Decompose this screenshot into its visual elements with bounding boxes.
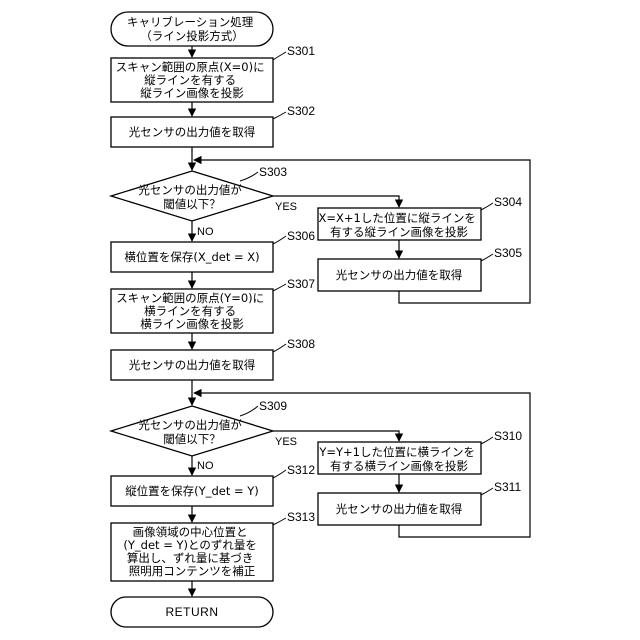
s310-line: Y=Y+1した位置に横ラインを — [318, 445, 475, 459]
leader-s308 — [273, 344, 286, 352]
s307-line: スキャン範囲の原点(Y=0)に — [116, 291, 264, 305]
end-text: RETURN — [166, 605, 219, 619]
leader-s304 — [481, 203, 493, 210]
s310-line: 有する横ライン画像を投影 — [330, 459, 468, 473]
step-label-s308: S308 — [287, 337, 315, 351]
step-label-s303: S303 — [259, 165, 287, 179]
s302-text: 光センサの出力値を取得 — [129, 125, 256, 139]
leader-s306 — [273, 236, 286, 244]
s303-line: 光センサの出力値が — [138, 183, 242, 197]
s311-line: 光センサの出力値を取得 — [336, 502, 463, 516]
s305-text: 光センサの出力値を取得 — [336, 268, 463, 282]
s313-text: 画像領域の中心位置と (Y_det = Y)とのずれ量を 算出し、ずれ量に基づき… — [123, 525, 260, 578]
s313-line: 画像領域の中心位置と — [133, 525, 248, 539]
s312-line: 縦位置を保存(Y_det = Y) — [125, 484, 259, 498]
yes-label-s303: YES — [275, 201, 297, 213]
s301-line: 縦ライン画像を投影 — [140, 86, 244, 100]
step-label-s313: S313 — [287, 510, 315, 524]
s313-line: 照明用コンテンツを補正 — [129, 564, 256, 578]
s308-line: 光センサの出力値を取得 — [129, 358, 256, 372]
step-label-s306: S306 — [287, 229, 315, 243]
leader-s303 — [240, 172, 258, 181]
step-label-s312: S312 — [287, 463, 315, 477]
s304-line: X=X+1した位置に縦ラインを — [319, 211, 476, 225]
step-label-s305: S305 — [494, 246, 522, 260]
s306-line: 横位置を保存(X_det = X) — [124, 250, 259, 264]
no-label-s303: NO — [197, 226, 214, 238]
yes-label-s309: YES — [275, 436, 297, 448]
s304-line: 有する縦ライン画像を投影 — [330, 225, 468, 239]
s302-line: 光センサの出力値を取得 — [129, 125, 256, 139]
step-label-s304: S304 — [494, 195, 522, 209]
s305-line: 光センサの出力値を取得 — [336, 268, 463, 282]
s313-line: (Y_det = Y)とのずれ量を — [123, 538, 257, 552]
s313-line: 算出し、ずれ量に基づき — [127, 551, 254, 565]
step-label-s302: S302 — [287, 104, 315, 118]
s308-text: 光センサの出力値を取得 — [129, 358, 256, 372]
leader-s305 — [481, 254, 493, 261]
s307-line: 横ライン画像を投影 — [140, 317, 244, 331]
step-label-s309: S309 — [259, 399, 287, 413]
step-label-s310: S310 — [494, 429, 522, 443]
s311-text: 光センサの出力値を取得 — [336, 502, 463, 516]
step-label-s307: S307 — [287, 277, 315, 291]
start-line: （ライン投影方式） — [140, 29, 244, 43]
leader-s309 — [240, 406, 258, 416]
s310-text: Y=Y+1した位置に横ラインを 有する横ライン画像を投影 — [318, 445, 478, 473]
s301-line: スキャン範囲の原点(X=0)に — [116, 60, 265, 74]
leader-s310 — [481, 437, 493, 444]
step-label-s301: S301 — [287, 44, 315, 58]
start-line: キャリブレーション処理 — [127, 15, 254, 29]
s301-line: 縦ラインを有する — [144, 73, 236, 87]
start-text: キャリブレーション処理 （ライン投影方式） — [127, 15, 257, 43]
leader-s311 — [481, 488, 493, 495]
leader-s312 — [273, 470, 286, 478]
s303-line: 閾値以下？ — [163, 197, 221, 211]
step-label-s311: S311 — [494, 480, 521, 494]
leader-s307 — [273, 284, 286, 291]
no-label-s309: NO — [197, 460, 214, 472]
s307-line: 横ラインを有する — [144, 304, 236, 318]
leader-s302 — [273, 112, 286, 119]
s309-line: 閾値以下？ — [163, 432, 221, 446]
s309-line: 光センサの出力値が — [138, 418, 242, 432]
leader-s301 — [273, 52, 286, 60]
s312-text: 縦位置を保存(Y_det = Y) — [125, 484, 259, 498]
s306-text: 横位置を保存(X_det = X) — [124, 250, 259, 264]
s304-text: X=X+1した位置に縦ラインを 有する縦ライン画像を投影 — [319, 211, 480, 239]
leader-s313 — [273, 518, 286, 525]
